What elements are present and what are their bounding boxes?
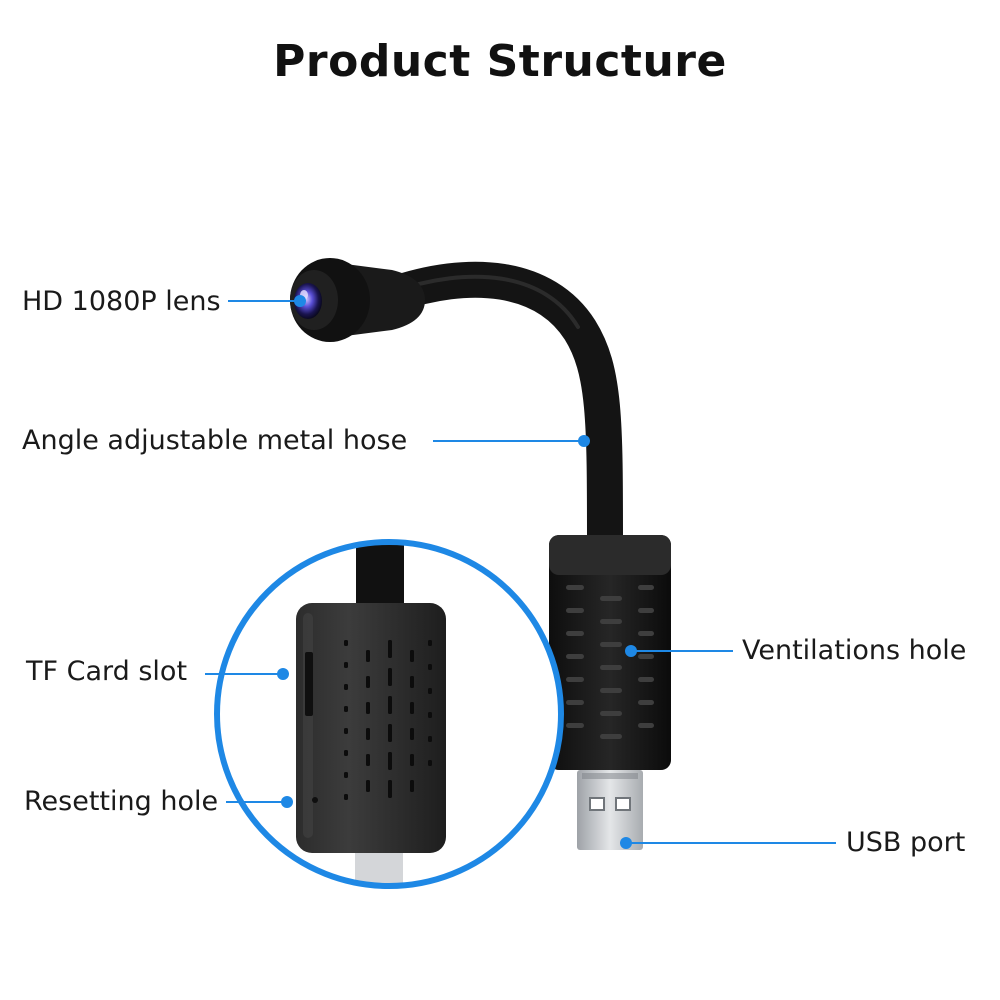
usb-body	[549, 535, 671, 770]
label-vent: Ventilations hole	[742, 635, 967, 666]
label-hose: Angle adjustable metal hose	[22, 425, 408, 456]
label-lens: HD 1080P lens	[22, 286, 221, 317]
label-reset: Resetting hole	[24, 786, 219, 817]
metal-hose	[374, 261, 623, 563]
label-usb: USB port	[846, 827, 966, 858]
camera-head	[290, 258, 425, 342]
reset-hole	[312, 797, 318, 803]
zoom-detail-circle	[214, 539, 564, 889]
label-tf-card: TF Card slot	[26, 656, 188, 687]
page-title: Product Structure	[273, 36, 727, 87]
callout-lines	[205, 295, 836, 849]
usb-plug	[577, 770, 643, 850]
tf-card-slot	[305, 652, 313, 716]
